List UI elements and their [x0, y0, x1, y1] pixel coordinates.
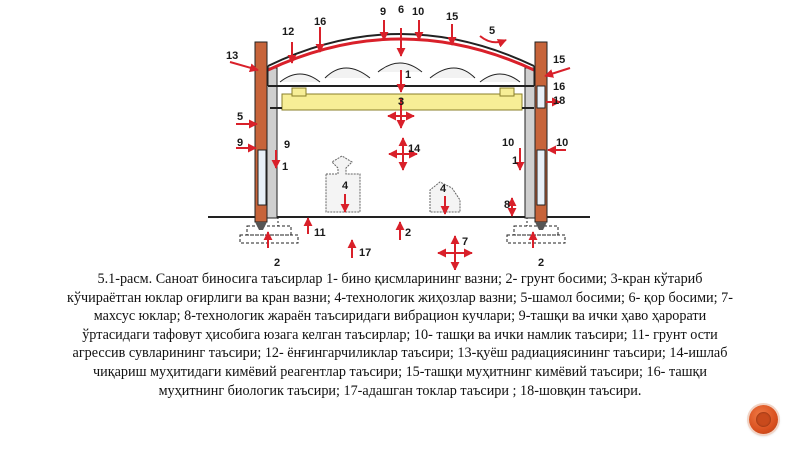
label-6: 6 — [398, 4, 404, 16]
equipment-left — [325, 155, 361, 213]
label-8: 8 — [504, 199, 510, 211]
label-9-left: 9 — [237, 137, 243, 149]
label-16-right: 16 — [553, 81, 565, 93]
left-window — [257, 149, 267, 206]
right-window — [536, 149, 546, 206]
figure-caption: 5.1-расм. Саноат биносига таъсирлар 1- б… — [67, 271, 733, 399]
label-10-inner: 10 — [502, 137, 514, 149]
label-3: 3 — [398, 96, 404, 108]
label-1-right: 1 — [512, 155, 518, 167]
label-5-left: 5 — [237, 111, 243, 123]
right-vent — [536, 85, 546, 109]
building-loads-diagram: 1 1 1 2 2 2 3 4 4 5 5 6 7 8 9 9 9 10 10 … — [208, 4, 590, 270]
next-slide-button[interactable] — [749, 405, 778, 434]
label-15-right: 15 — [553, 54, 565, 66]
label-10-top: 10 — [412, 6, 424, 18]
label-2-right: 2 — [538, 257, 544, 269]
label-1-left: 1 — [282, 161, 288, 173]
label-7: 7 — [462, 236, 468, 248]
label-10-right: 10 — [556, 137, 568, 149]
circle-icon — [756, 412, 771, 427]
label-4-left: 4 — [342, 180, 349, 192]
label-9-top: 9 — [380, 6, 386, 18]
load-arrows — [229, 20, 571, 270]
label-17: 17 — [359, 247, 371, 259]
label-15-top: 15 — [446, 11, 458, 23]
label-2-left: 2 — [274, 257, 280, 269]
label-14: 14 — [408, 143, 421, 155]
label-16-top: 16 — [314, 16, 326, 28]
label-18: 18 — [553, 95, 565, 107]
label-13: 13 — [226, 50, 238, 62]
label-11: 11 — [314, 227, 326, 239]
label-9-inner: 9 — [284, 139, 290, 151]
label-5-top: 5 — [489, 25, 495, 37]
label-4-right: 4 — [440, 183, 447, 195]
label-2-center: 2 — [405, 227, 411, 239]
label-1-roof: 1 — [405, 69, 411, 81]
label-12: 12 — [282, 26, 294, 38]
